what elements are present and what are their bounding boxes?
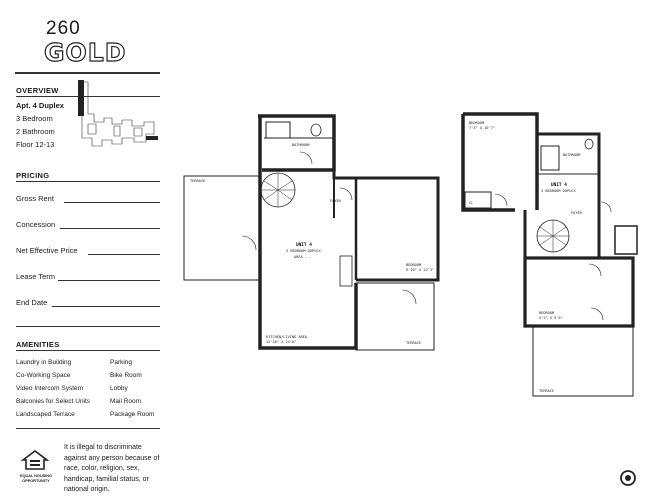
lower-unit-sub: 3 BEDROOM DUPLEX: [286, 249, 321, 253]
overview-bedrooms: 3 Bedroom: [16, 114, 53, 123]
equal-housing-label: EQUAL HOUSING OPPORTUNITY: [20, 474, 52, 483]
gross-rent-field[interactable]: [64, 202, 160, 203]
lower-kitchen-dim: 12'10" X 24'6": [266, 340, 296, 344]
upper-bedroom-top-label: BEDROOM: [469, 121, 485, 125]
overview-floors: Floor 12-13: [16, 140, 55, 149]
upper-bedroom-low-dim: 9'5" X 9'6": [539, 316, 563, 320]
net-effective-price-label: Net Effective Price: [16, 246, 78, 255]
key-plan: [78, 80, 158, 147]
amenity-video-intercom: Video Intercom System: [16, 385, 84, 392]
amenity-landscaped-terrace: Landscaped Terrace: [16, 411, 75, 418]
amenity-lobby: Lobby: [110, 385, 128, 392]
overview-details: Apt. 4 Duplex 3 Bedroom 2 Bathroom Floor…: [16, 99, 86, 151]
end-date-label: End Date: [16, 298, 48, 307]
upper-cl-label: CL: [469, 201, 473, 205]
equal-housing-icon: [20, 450, 50, 470]
lower-unit-area: AREA ...: [294, 255, 311, 259]
amenity-package-room: Package Room: [110, 411, 155, 418]
brand-logo: GOLD: [43, 37, 127, 67]
gross-rent-label: Gross Rent: [16, 194, 54, 203]
overview-bathrooms: 2 Bathroom: [16, 127, 55, 136]
lease-term-label: Lease Term: [16, 272, 56, 281]
fair-housing-notice: It is illegal to discriminate against an…: [64, 444, 160, 493]
upper-bathroom-label: BATHROOM: [563, 153, 581, 157]
amenity-bike-room: Bike Room: [110, 372, 142, 379]
amenity-coworking: Co-Working Space: [16, 372, 71, 379]
lower-bedroom-label: BEDROOM: [406, 263, 422, 267]
amenity-parking: Parking: [110, 359, 133, 366]
lease-term-field[interactable]: [58, 280, 160, 281]
amenities-title: AMENITIES: [16, 340, 60, 349]
upper-bedroom-low-label: BEDROOM: [539, 311, 555, 315]
lower-terrace2-label: TERRACE: [406, 341, 421, 345]
lower-bedroom-dim: 9'10" X 12'3": [406, 268, 434, 272]
lower-foyer-label: FOYER: [330, 199, 342, 203]
pricing-bottom-line: [16, 326, 160, 327]
pricing-divider: [16, 181, 160, 182]
amenity-laundry: Laundry in Building: [16, 359, 72, 366]
lower-terrace-label: TERRACE: [190, 179, 205, 183]
lower-kitchen-label: KITCHEN/LIVING AREA: [266, 335, 308, 339]
header-divider: [15, 72, 160, 74]
end-date-field[interactable]: [52, 306, 160, 307]
lower-unit-title: UNIT 4: [296, 242, 312, 248]
overview-title: OVERVIEW: [16, 86, 59, 95]
upper-terrace-label: TERRACE: [539, 389, 554, 393]
pricing-title: PRICING: [16, 171, 50, 180]
lower-bathroom-label: BATHROOM: [292, 143, 310, 147]
amenity-mail-room: Mail Room: [110, 398, 142, 405]
floor-plan-lower: TERRACE BATHROOM FOYER UNIT 4 3 BEDROOM …: [183, 114, 440, 351]
amenities-bottom-line: [16, 428, 160, 429]
upper-unit-title: UNIT 4: [551, 182, 567, 188]
concession-label: Concession: [16, 220, 56, 229]
concession-field[interactable]: [60, 228, 160, 229]
amenity-balconies: Balconies for Select Units: [16, 398, 91, 405]
upper-unit-sub: 3 BEDROOM DUPLEX: [541, 189, 576, 193]
upper-bedroom-top-dim: 7'3" X 10'7": [469, 126, 495, 130]
brand-number: 260: [46, 18, 81, 39]
floor-plan-upper: BEDROOM 7'3" X 10'7" BATHROOM UNIT 4 3 B…: [461, 112, 638, 397]
upper-foyer-label: FOYER: [571, 211, 583, 215]
amenities-divider: [16, 350, 160, 351]
net-effective-price-field[interactable]: [88, 254, 160, 255]
overview-unit: Apt. 4 Duplex: [16, 101, 64, 110]
brand-mark-icon: [620, 470, 636, 486]
